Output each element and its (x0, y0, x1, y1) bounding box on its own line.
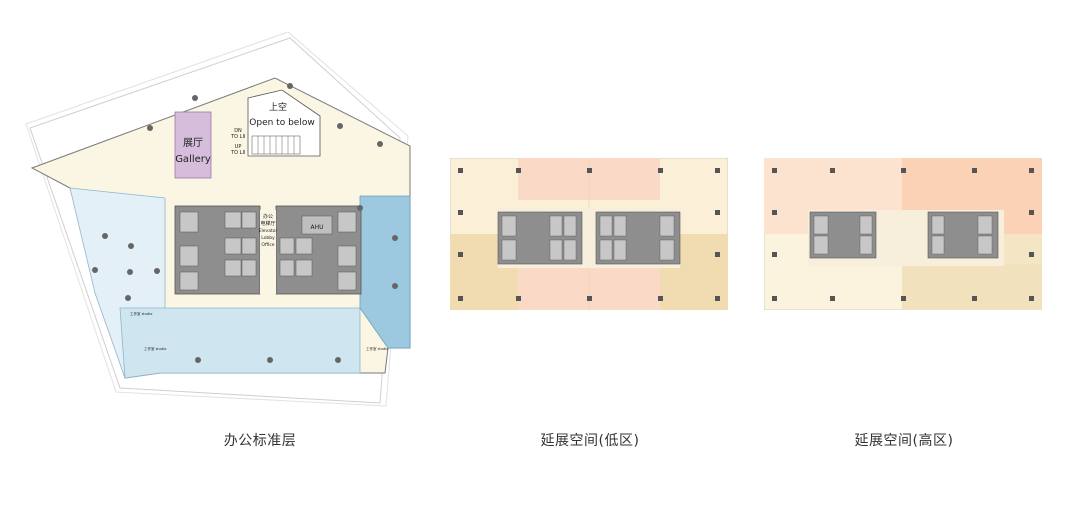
high-sand-right (902, 264, 1042, 310)
caption-office: 办公标准层 (223, 433, 297, 449)
stair-hatch (251, 135, 301, 155)
studio-label-1: 工作室 studio (130, 311, 152, 316)
studio-label-2: 工作室 studio (144, 346, 166, 351)
low-core-cells (501, 215, 675, 261)
elevator-lobby (260, 210, 276, 294)
core-cells (179, 211, 357, 291)
low-zone-plan (450, 158, 728, 310)
dn-to-label: TO LⅡ (230, 134, 245, 140)
gallery-label-en: Gallery (175, 154, 211, 165)
up-to-label: TO LⅡ (230, 150, 245, 156)
open-label-en: Open to below (249, 118, 314, 128)
high-zone-plan (764, 158, 1042, 310)
office-plan-drawing: 展厅 Gallery 上空 Open to below DN TO LⅡ UP … (25, 31, 411, 407)
high-columns (772, 168, 1034, 301)
office-floor-plan: 展厅 Gallery 上空 Open to below DN TO LⅡ UP … (20, 28, 420, 408)
high-core-cells (813, 215, 993, 255)
open-to-below (247, 89, 321, 157)
caption-low-zone: 延展空间(低区) (540, 433, 640, 449)
lobby-label-en2: Lobby (261, 235, 275, 241)
lobby-label-en1: Elevator (259, 228, 278, 234)
columns (92, 83, 398, 363)
open-label-cn: 上空 (269, 101, 287, 113)
lobby-label-cn2: 电梯厅 (260, 220, 275, 227)
studio-label-3: 工作室 studio (366, 346, 388, 351)
dn-label: DN (234, 128, 242, 134)
bottom-wing (119, 307, 361, 379)
lobby-label-en3: Office (261, 242, 274, 248)
high-plan-drawing (764, 158, 1042, 310)
gallery-label-cn: 展厅 (183, 137, 203, 149)
low-plan-drawing (450, 158, 728, 310)
gallery-room (174, 111, 212, 179)
low-columns (458, 168, 720, 301)
ahu-room (301, 215, 333, 235)
lobby-label-cn: 办公 (263, 213, 273, 220)
caption-high-zone: 延展空间(高区) (854, 433, 954, 449)
ahu-label: AHU (310, 224, 323, 231)
up-label: UP (235, 144, 242, 150)
